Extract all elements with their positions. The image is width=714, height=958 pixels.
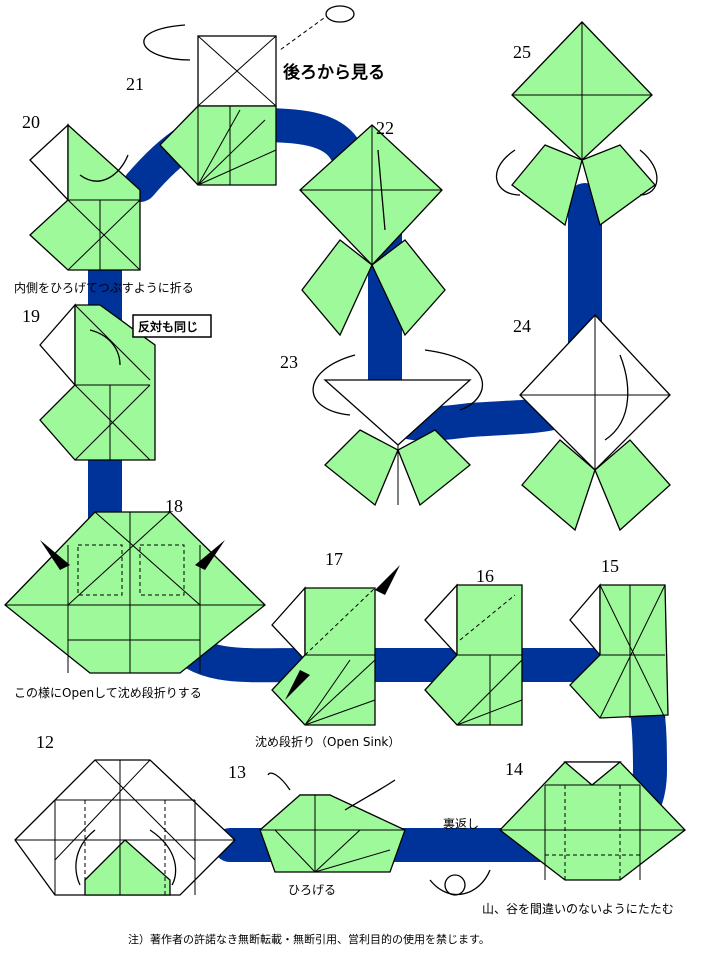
fold-mountain-valley-caption: 山、谷を間違いのないようにたたむ	[482, 902, 674, 916]
step-13-figure	[259, 772, 406, 873]
step-17-number: 17	[325, 549, 343, 569]
spread-arrow	[267, 772, 291, 791]
look-from-back-label: 後ろから見る	[283, 62, 385, 83]
spread-caption: ひろげる	[288, 883, 336, 897]
step-18-figure	[4, 511, 266, 674]
step-12-number: 12	[36, 732, 54, 752]
step-15-figure	[569, 583, 669, 719]
step-16-figure	[424, 583, 523, 726]
step-13-number: 13	[228, 762, 246, 782]
eye-icon	[325, 5, 355, 23]
step-23-figure	[312, 349, 484, 507]
callout-box	[132, 314, 212, 338]
step-17-figure	[271, 565, 400, 726]
step-24-number: 24	[513, 316, 531, 336]
step-22-number: 22	[376, 118, 394, 138]
open-like-this-caption: この様にOpenして沈め段折りする	[14, 685, 202, 700]
step-25-number: 25	[513, 42, 531, 62]
step-23-number: 23	[280, 352, 298, 372]
open-sink-caption: 沈め段折り（Open Sink）	[255, 734, 400, 749]
step-14-figure	[429, 761, 686, 896]
step-12-figure	[14, 759, 236, 896]
step-16-number: 16	[476, 566, 494, 586]
turn-over-caption: 裏返し	[443, 816, 479, 831]
step-21-number: 21	[126, 74, 144, 94]
step-22-figure	[299, 124, 446, 337]
arrow-icon	[195, 540, 225, 570]
step-19-number: 19	[22, 306, 40, 326]
step-21-figure	[143, 5, 355, 186]
step-14-number: 14	[505, 759, 523, 779]
inside-squash-caption: 内側をひろげてつぶすように折る	[14, 280, 194, 295]
step-18-number: 18	[165, 496, 183, 516]
step-15-number: 15	[601, 556, 619, 576]
same-opposite-label: 反対も同じ	[138, 319, 198, 334]
step-20-number: 20	[22, 112, 40, 132]
step-24-figure	[519, 314, 671, 532]
copyright-notice: 注）著作者の許諾なき無断転載・無断引用、営利目的の使用を禁じます。	[128, 932, 490, 946]
arrow-icon	[40, 540, 70, 570]
step-19-figure	[39, 303, 156, 461]
step-25-figure	[495, 21, 658, 227]
step-20-figure	[29, 123, 141, 271]
